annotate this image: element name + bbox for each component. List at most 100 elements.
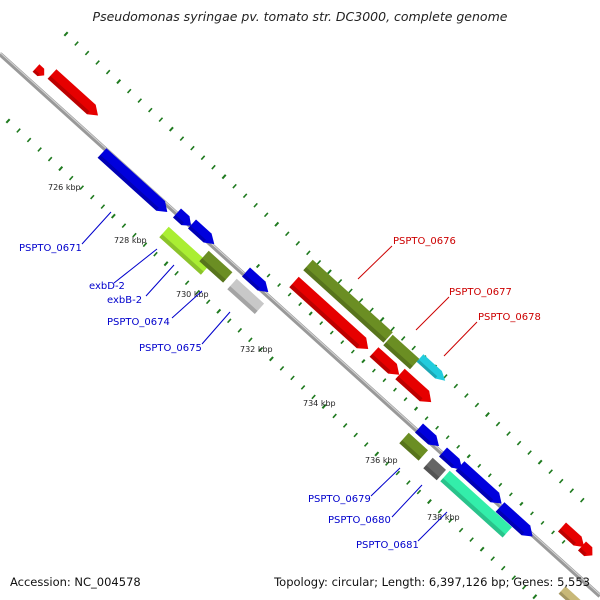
- gene-feature-exbD[interactable]: [173, 208, 192, 226]
- tick-mark: [393, 387, 397, 392]
- gene-feature-a[interactable]: [32, 64, 45, 77]
- tick-mark: [190, 145, 195, 151]
- tick-label-734: 734 kbp: [303, 399, 336, 408]
- gene-feature-end1[interactable]: [558, 522, 585, 548]
- tick-mark: [142, 242, 148, 248]
- gene-feature-0681c[interactable]: [495, 502, 533, 537]
- tick-mark: [511, 575, 517, 581]
- gene-label-pspto-0671[interactable]: PSPTO_0671: [19, 243, 82, 254]
- gene-label-pspto-0680[interactable]: PSPTO_0680: [328, 515, 391, 526]
- gene-label-pspto-0678[interactable]: PSPTO_0678: [478, 312, 541, 323]
- tick-mark: [308, 311, 313, 316]
- tick-mark: [255, 263, 261, 269]
- tick-mark: [413, 406, 419, 411]
- tick-mark: [363, 442, 369, 447]
- gene-feature-b[interactable]: [47, 69, 98, 116]
- gene-feature-0675b[interactable]: [242, 267, 269, 293]
- gene-shade: [440, 478, 506, 538]
- tick-mark: [532, 594, 538, 600]
- gene-shade: [495, 508, 525, 536]
- gene-shade: [415, 429, 431, 445]
- tick-mark: [361, 358, 366, 364]
- gene-feature-0677r[interactable]: [369, 347, 400, 375]
- gene-label-pspto-0675[interactable]: PSPTO_0675: [139, 343, 202, 354]
- gene-feature-0677[interactable]: [383, 334, 420, 370]
- tick-mark: [263, 212, 269, 218]
- gene-shade: [423, 465, 440, 481]
- tick-mark: [474, 402, 480, 408]
- gene-feature-end3[interactable]: [558, 586, 588, 600]
- tick-mark: [63, 31, 69, 37]
- gene-feature-0679b[interactable]: [415, 423, 439, 447]
- gene-feature-0676r[interactable]: [289, 276, 369, 349]
- tick-mark: [522, 584, 527, 590]
- gene-feature-0678[interactable]: [416, 354, 446, 381]
- inner-tick-ring: [5, 118, 538, 600]
- gene-feature-exbB[interactable]: [188, 219, 215, 245]
- gene-feature-0681b[interactable]: [455, 461, 502, 504]
- tick-mark: [443, 374, 448, 379]
- gene-feature-end2[interactable]: [578, 541, 593, 557]
- gene-feature-0681[interactable]: [440, 470, 512, 538]
- gene-feature-0679[interactable]: [399, 432, 428, 461]
- tick-mark: [369, 307, 374, 313]
- gene-shade: [199, 258, 226, 283]
- gene-feature-0680[interactable]: [423, 457, 446, 481]
- gene-feature-0676[interactable]: [303, 259, 393, 343]
- tick-mark: [179, 136, 185, 142]
- tick-mark: [329, 330, 334, 335]
- tick-mark: [90, 194, 95, 200]
- tick-labels: 726 kbp 728 kbp 730 kbp 732 kbp 734 kbp …: [48, 183, 460, 522]
- tick-label-736: 736 kbp: [365, 456, 398, 465]
- tick-mark: [456, 444, 461, 449]
- tick-mark: [79, 185, 85, 190]
- tick-mark: [163, 261, 169, 267]
- gene-label-exbd-2[interactable]: exbD-2: [89, 281, 125, 292]
- gene-feature-0671[interactable]: [97, 148, 168, 212]
- tick-mark: [284, 231, 290, 237]
- gene-label-pspto-0674[interactable]: PSPTO_0674: [107, 317, 170, 328]
- tick-mark: [277, 283, 282, 288]
- tick-mark: [211, 164, 216, 170]
- gene-label-exbb-2[interactable]: exbB-2: [107, 295, 142, 306]
- map-title: Pseudomonas syringae pv. tomato str. DC3…: [93, 9, 508, 24]
- gene-feature-0674b[interactable]: [199, 250, 233, 283]
- gene-label-pspto-0679[interactable]: PSPTO_0679: [308, 494, 371, 505]
- gene-shade: [369, 353, 391, 374]
- gene-feature-0678r[interactable]: [395, 368, 432, 403]
- genome-backbone: [0, 52, 600, 598]
- gene-feature-0680b[interactable]: [439, 447, 463, 470]
- tick-mark: [242, 193, 248, 199]
- gene-shade: [159, 234, 204, 275]
- gene-shade: [303, 267, 387, 343]
- tick-mark: [137, 98, 143, 103]
- gene-features: [32, 64, 593, 600]
- gene-shade: [578, 547, 587, 557]
- tick-mark: [374, 451, 380, 457]
- tick-mark: [300, 385, 306, 390]
- tick-mark: [253, 202, 258, 208]
- tick-mark: [464, 393, 469, 398]
- gene-feature-0675[interactable]: [227, 278, 265, 314]
- tick-mark: [358, 298, 364, 303]
- gene-label-pspto-0681[interactable]: PSPTO_0681: [356, 540, 419, 551]
- gene-label-pspto-0677[interactable]: PSPTO_0677: [449, 287, 512, 298]
- tick-mark: [306, 250, 311, 256]
- gene-shade: [395, 376, 423, 402]
- gene-shade: [173, 214, 184, 226]
- tick-mark: [184, 280, 190, 286]
- gene-label-pspto-0676[interactable]: PSPTO_0676: [393, 236, 456, 247]
- tick-mark: [424, 416, 429, 421]
- tick-mark: [530, 511, 534, 516]
- tick-mark: [411, 345, 416, 351]
- tick-mark: [200, 155, 206, 161]
- tick-mark: [340, 340, 345, 345]
- gene-feature-0674[interactable]: [159, 226, 211, 275]
- tick-mark: [569, 488, 575, 494]
- tick-mark: [232, 183, 237, 189]
- tick-mark: [548, 469, 553, 475]
- tick-mark: [168, 126, 174, 132]
- gene-shade: [242, 273, 260, 291]
- tick-mark: [26, 137, 32, 143]
- tick-mark: [406, 480, 411, 485]
